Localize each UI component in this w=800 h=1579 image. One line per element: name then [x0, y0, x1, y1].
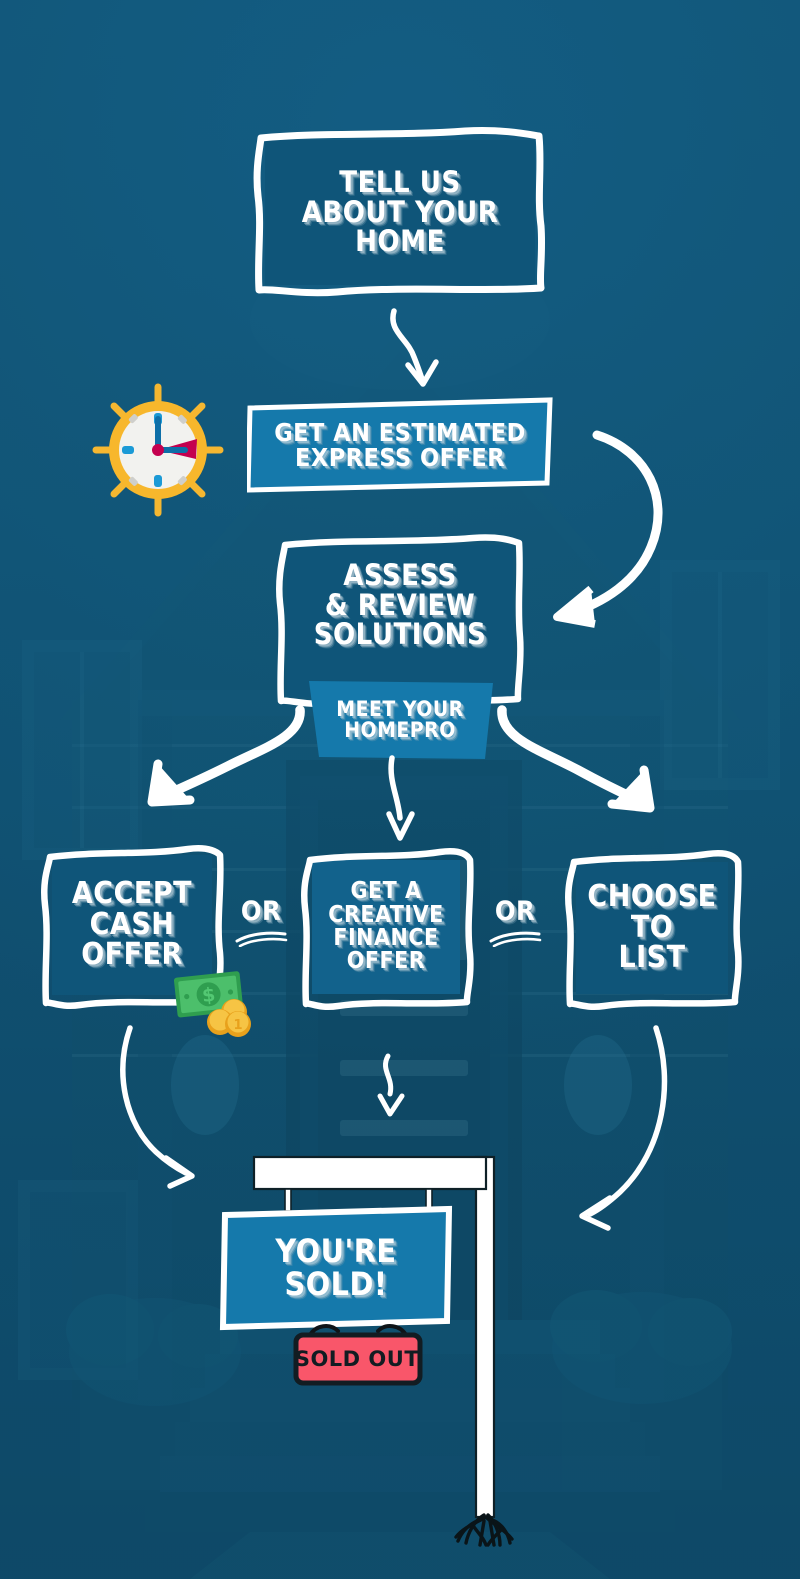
arrow-step2-to-step3: [525, 425, 685, 630]
option-middle-line-4: OFFER: [346, 948, 426, 975]
step2-line-2: EXPRESS OFFER: [294, 443, 506, 472]
sold-out-tag-label: SOLD OUT: [294, 1347, 420, 1371]
step1-line-3: HOME: [355, 224, 445, 259]
yard-sign[interactable]: YOU'RE SOLD! SOLD OUT: [218, 1145, 538, 1547]
option-get-a-creative-finance-offer[interactable]: GET A CREATIVE FINANCE OFFER: [301, 848, 474, 1010]
homepro-line-2: HOMEPRO: [344, 718, 456, 742]
step3-line-3: SOLUTIONS: [313, 617, 487, 652]
option-middle-line-1: GET A: [350, 878, 422, 905]
youre-sold-line-2: SOLD!: [284, 1265, 388, 1303]
option-middle-line-2: CREATIVE: [328, 901, 444, 928]
homepro-line-1: MEET YOUR: [336, 696, 464, 721]
step1-line-1: TELL US: [339, 165, 461, 200]
option-left-line-2: CASH: [89, 906, 175, 942]
option-left-line-3: OFFER: [81, 937, 183, 973]
or-underline-right-icon: [489, 931, 542, 947]
option-right-line-2: TO: [630, 909, 674, 945]
svg-text:1: 1: [233, 1018, 242, 1033]
sold-out-tag[interactable]: SOLD OUT: [286, 1321, 428, 1387]
or-separator-right: OR: [485, 898, 545, 947]
arrow-step1-to-step2: [378, 305, 448, 390]
option-choose-to-list[interactable]: CHOOSE TO LIST: [565, 850, 742, 1010]
option-right-line-3: LIST: [618, 940, 686, 976]
badge-meet-your-homepro[interactable]: MEET YOUR HOMEPRO: [303, 679, 497, 761]
arrow-list-to-sold: [570, 1020, 680, 1240]
option-left-line-1: ACCEPT: [71, 876, 193, 912]
step3-line-1: ASSESS: [343, 558, 457, 592]
arrow-branch-center: [372, 752, 428, 846]
or-separator-left: OR: [231, 898, 291, 947]
arrow-finance-to-sold: [368, 1050, 416, 1122]
step-assess-and-review-solutions[interactable]: ASSESS & REVIEW SOLUTIONS: [276, 534, 524, 707]
step2-line-1: GET AN ESTIMATED: [274, 417, 526, 447]
arrow-branch-left: [132, 692, 312, 827]
youre-sold-line-1: YOU'RE: [275, 1232, 397, 1271]
or-separator-left-label: OR: [240, 896, 282, 927]
arrow-cash-to-sold: [112, 1020, 212, 1190]
grass-tuft-icon: [454, 1513, 514, 1547]
step3-line-2: & REVIEW: [324, 587, 476, 622]
alarm-clock-icon: [92, 383, 224, 517]
step-tell-us-about-your-home[interactable]: TELL US ABOUT YOUR HOME: [253, 127, 546, 297]
step-get-an-estimated-express-offer[interactable]: GET AN ESTIMATED EXPRESS OFFER: [247, 397, 553, 493]
step1-line-2: ABOUT YOUR: [301, 194, 499, 229]
or-separator-right-label: OR: [494, 896, 536, 927]
option-middle-line-3: FINANCE: [333, 925, 439, 951]
arrow-branch-right: [490, 692, 670, 832]
svg-text:$: $: [201, 984, 216, 1007]
option-right-line-1: CHOOSE: [587, 879, 717, 915]
or-underline-left-icon: [235, 931, 288, 947]
youre-sold-panel[interactable]: YOU'RE SOLD!: [219, 1205, 453, 1331]
